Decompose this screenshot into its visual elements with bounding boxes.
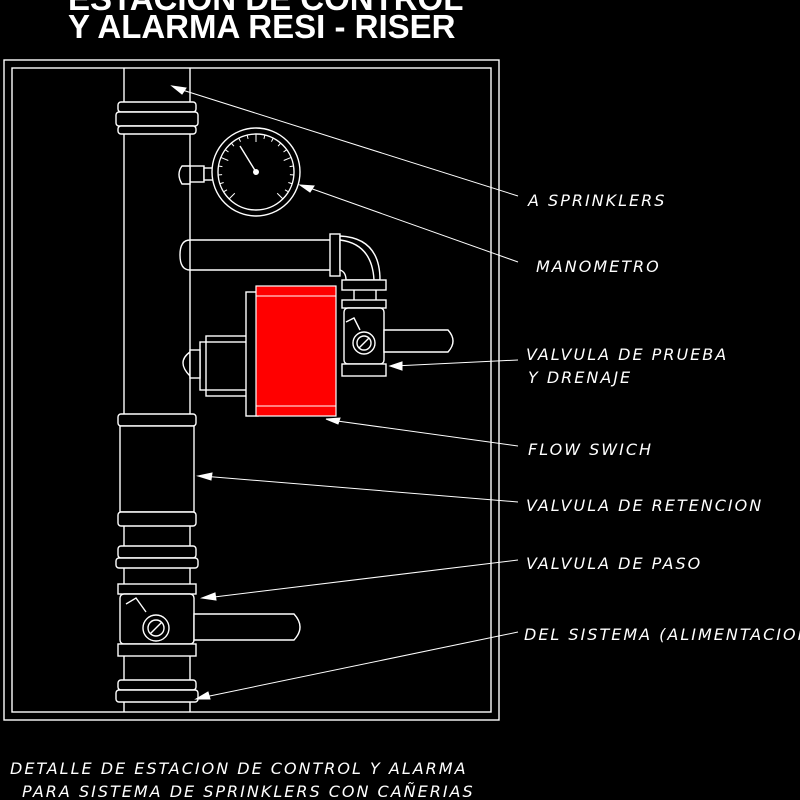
gauge-tick <box>288 182 293 185</box>
label-valvula-prueba-2: Y DRENAJE <box>528 368 632 387</box>
top-union-fitting <box>115 101 199 135</box>
gauge-tick <box>238 137 242 142</box>
gauge-tick <box>246 134 249 140</box>
gauge-tick <box>270 137 274 142</box>
gauge-tick <box>219 182 224 185</box>
gauge-tick <box>228 192 236 200</box>
leader-lines <box>170 85 519 700</box>
pressure-gauge <box>178 127 301 217</box>
title-line-2: Y ALARMA RESI - RISER <box>68 8 456 45</box>
label-valvula-retencion: VALVULA DE RETENCION <box>526 496 763 515</box>
bypass-pipe <box>179 233 387 300</box>
gauge-tick <box>284 189 289 193</box>
bottom-union-fitting <box>115 679 199 703</box>
gauge-tick <box>218 165 223 168</box>
check-valve <box>117 413 197 527</box>
caption-line-1: DETALLE DE ESTACION DE CONTROL Y ALARMA <box>10 759 468 778</box>
title-line-1: ESTACION DE CONTROL <box>68 0 463 17</box>
gauge-tick <box>283 156 292 161</box>
caption-line-2: PARA SISTEMA DE SPRINKLERS CON CAÑERIAS <box>22 782 475 800</box>
drawing-frame <box>3 59 500 721</box>
gauge-tick <box>220 156 229 161</box>
gauge-tick <box>289 165 294 168</box>
test-drain-valve <box>341 299 454 377</box>
gauge-tick <box>230 142 235 147</box>
label-valvula-paso: VALVULA DE PASO <box>526 554 702 573</box>
gauge-tick <box>263 134 266 140</box>
gauge-tick <box>283 149 288 153</box>
label-manometro: MANOMETRO <box>536 257 661 276</box>
gauge-tick <box>223 189 228 193</box>
label-a-sprinklers: A SPRINKLERS <box>527 191 666 210</box>
gauge-tick <box>277 142 282 147</box>
flow-switch <box>182 285 337 417</box>
gauge-tick <box>224 149 229 153</box>
label-del-sistema: DEL SISTEMA (ALIMENTACION) <box>524 625 800 644</box>
shutoff-valve <box>117 583 301 657</box>
label-flow-switch: FLOW SWICH <box>528 440 653 459</box>
label-valvula-prueba-1: VALVULA DE PRUEBA <box>526 345 728 364</box>
lower-union-fitting <box>115 545 199 569</box>
gauge-tick <box>276 192 284 200</box>
